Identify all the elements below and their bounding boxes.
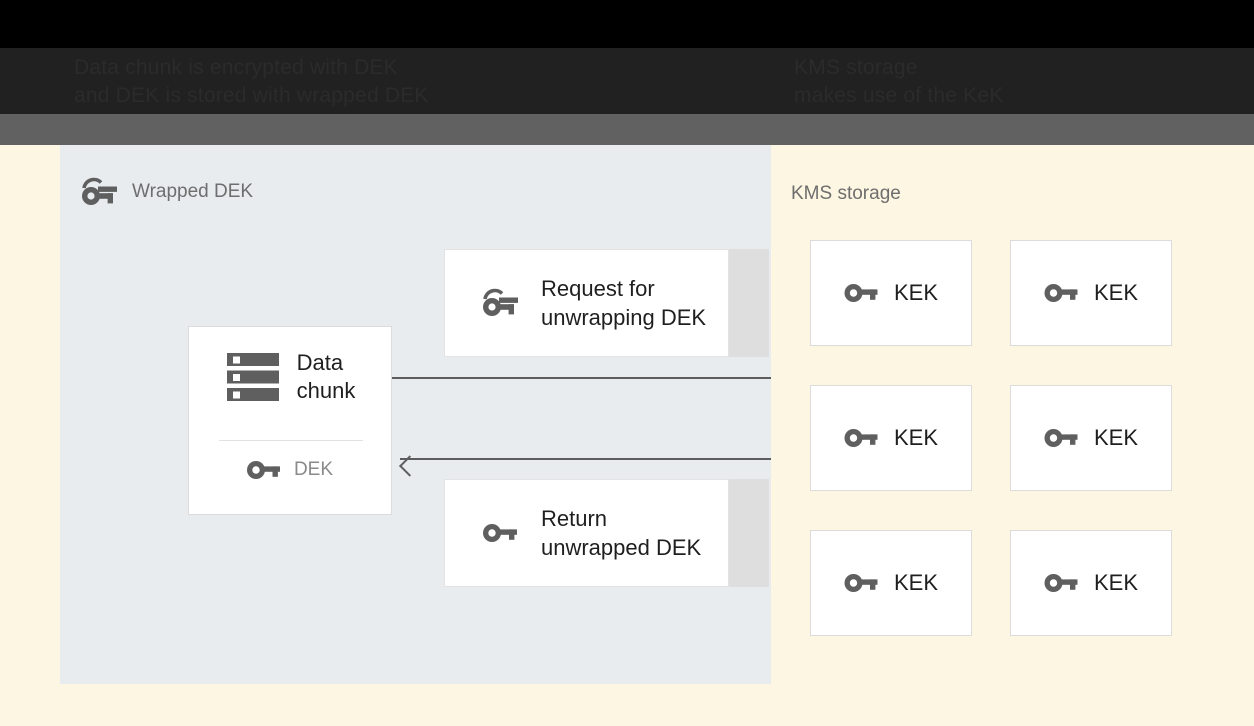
request-unwrapping-label: Request for unwrapping DEK [541,276,707,330]
request-unwrapping-card[interactable]: Request for unwrapping DEK [444,249,729,357]
wrapped-key-icon [481,287,519,319]
kms-storage-title: KMS storage [791,183,901,204]
kek-label: KEK [1093,425,1139,450]
key-icon [844,572,878,594]
kek-label: KEK [893,570,939,595]
kek-card[interactable]: KEK [1010,530,1172,636]
wrapped-dek-panel-header: Wrapped DEK [80,177,253,207]
kek-card[interactable]: KEK [1010,385,1172,491]
kek-label: KEK [1093,570,1139,595]
kek-card[interactable]: KEK [810,530,972,636]
return-unwrapped-card[interactable]: Return unwrapped DEK [444,479,729,587]
header-gray-band [0,114,1254,145]
kek-label: KEK [893,425,939,450]
data-chunk-label: Data chunk [296,350,356,403]
data-chunk-card[interactable]: Data chunk DEK [188,326,392,515]
key-icon [844,427,878,449]
kek-card[interactable]: KEK [810,385,972,491]
kek-grid: KEK KEK [810,240,1210,636]
key-icon [844,282,878,304]
kms-storage-panel: KMS storage KEK [771,145,1254,684]
header-left-caption: Data chunk is encrypted with DEK and DEK… [74,56,429,107]
top-black-bar [0,0,1254,48]
request-arrow [392,369,834,387]
key-icon [246,459,280,481]
kek-label: KEK [893,280,939,305]
wrapped-dek-panel: Wrapped DEK Data chunk [60,145,834,684]
data-chunk-divider [219,440,363,441]
key-icon [1044,282,1078,304]
kek-label: KEK [1093,280,1139,305]
wrapped-key-icon [80,177,118,207]
return-unwrapped-label: Return unwrapped DEK [541,506,702,560]
server-stack-icon [225,351,281,403]
data-chunk-dek-label: DEK [293,459,334,480]
header-right-caption: KMS storage makes use of the KeK [794,56,1004,107]
return-arrow [400,458,832,460]
diagram-canvas: Wrapped DEK Data chunk [0,145,1254,726]
key-icon [1044,427,1078,449]
data-chunk-dek-row: DEK [189,459,391,481]
header-bar: Data chunk is encrypted with DEK and DEK… [0,48,1254,114]
wrapped-dek-panel-title: Wrapped DEK [132,181,254,202]
key-icon [481,521,519,545]
kek-card[interactable]: KEK [1010,240,1172,346]
key-icon [1044,572,1078,594]
data-chunk-header: Data chunk [189,349,391,405]
kek-card[interactable]: KEK [810,240,972,346]
